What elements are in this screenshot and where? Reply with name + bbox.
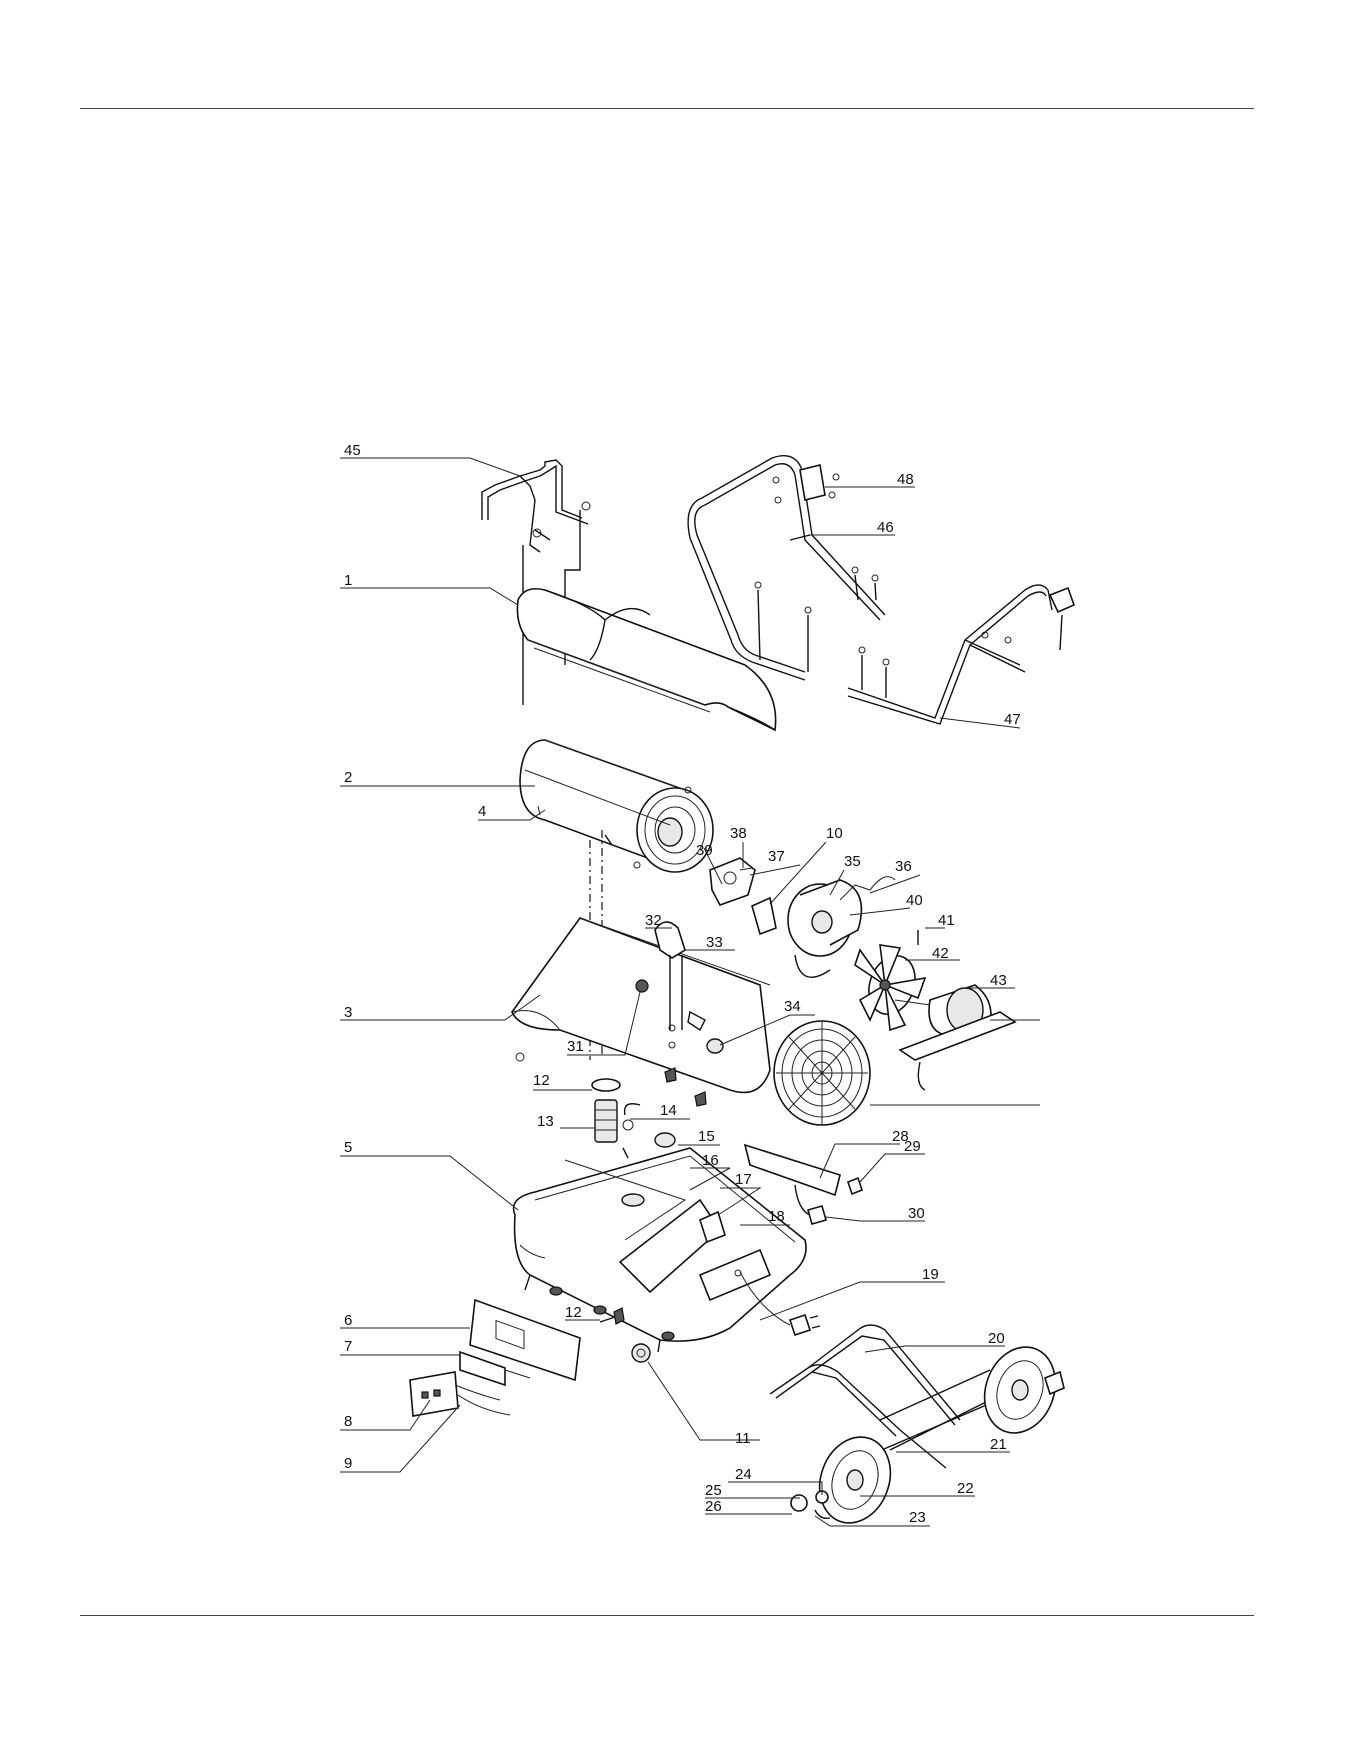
callout-7: 7 [344,1338,352,1355]
callout-22: 22 [957,1480,974,1497]
callout-3: 3 [344,1004,352,1021]
callout-33: 33 [706,934,723,951]
callout-10: 10 [826,825,843,842]
callout-25: 25 [705,1482,722,1499]
lower-shell-part [512,918,770,1106]
burner-head-part [710,858,755,905]
combustion-chamber-part [520,740,713,872]
callout-5: 5 [344,1139,352,1156]
rear-handle-part [688,456,885,680]
outer-shell-part [517,589,775,730]
fan-blade-part [855,945,925,1030]
top-handle-part [482,460,590,705]
callout-31: 31 [567,1038,584,1055]
right-wheel-part [973,1337,1067,1443]
control-panel-part [410,1300,580,1416]
callout-37: 37 [768,848,785,865]
callout-26: 26 [705,1498,722,1515]
callout-32: 32 [645,912,662,929]
callout-43: 43 [990,972,1007,989]
callout-30: 30 [908,1205,925,1222]
front-handle-part [848,585,1074,724]
callout-16: 16 [702,1152,719,1169]
callout-35: 35 [844,853,861,870]
callout-17: 17 [735,1171,752,1188]
callout-36: 36 [895,858,912,875]
callout-39: 39 [696,842,713,859]
callout-6: 6 [344,1312,352,1329]
callout-29: 29 [904,1138,921,1155]
fan-guard-part [774,1021,870,1125]
callout-46: 46 [877,519,894,536]
callout-41: 41 [938,912,955,929]
callout-15: 15 [698,1128,715,1145]
callout-47: 47 [1004,711,1021,728]
callout-13: 13 [537,1113,554,1130]
callout-19: 19 [922,1266,939,1283]
callout-4: 4 [478,803,486,820]
callout-45: 45 [344,442,361,459]
spark-plug-bracket-part [752,898,776,934]
callout-1: 1 [344,572,352,589]
callout-40: 40 [906,892,923,909]
callout-20: 20 [988,1330,1005,1347]
motor-part [895,985,1015,1090]
pump-housing-part [788,880,861,977]
callout-12: 12 [565,1304,582,1321]
callout-34: 34 [784,998,801,1015]
left-wheel-part [791,1427,902,1533]
callout-23: 23 [909,1509,926,1526]
callout-48: 48 [897,471,914,488]
callout-8: 8 [344,1413,352,1430]
callout-38: 38 [730,825,747,842]
thermostat-part [848,1178,862,1194]
callout-21: 21 [990,1436,1007,1453]
callout-18: 18 [768,1208,785,1225]
callout-2: 2 [344,769,352,786]
fuel-tank-part [514,1148,806,1352]
callout-11: 11 [735,1430,751,1447]
callout-9: 9 [344,1455,352,1472]
callout-24: 24 [735,1466,752,1483]
callout-12: 12 [533,1072,550,1089]
callout-14: 14 [660,1102,677,1119]
callout-42: 42 [932,945,949,962]
tank-cap-part [632,1344,650,1362]
